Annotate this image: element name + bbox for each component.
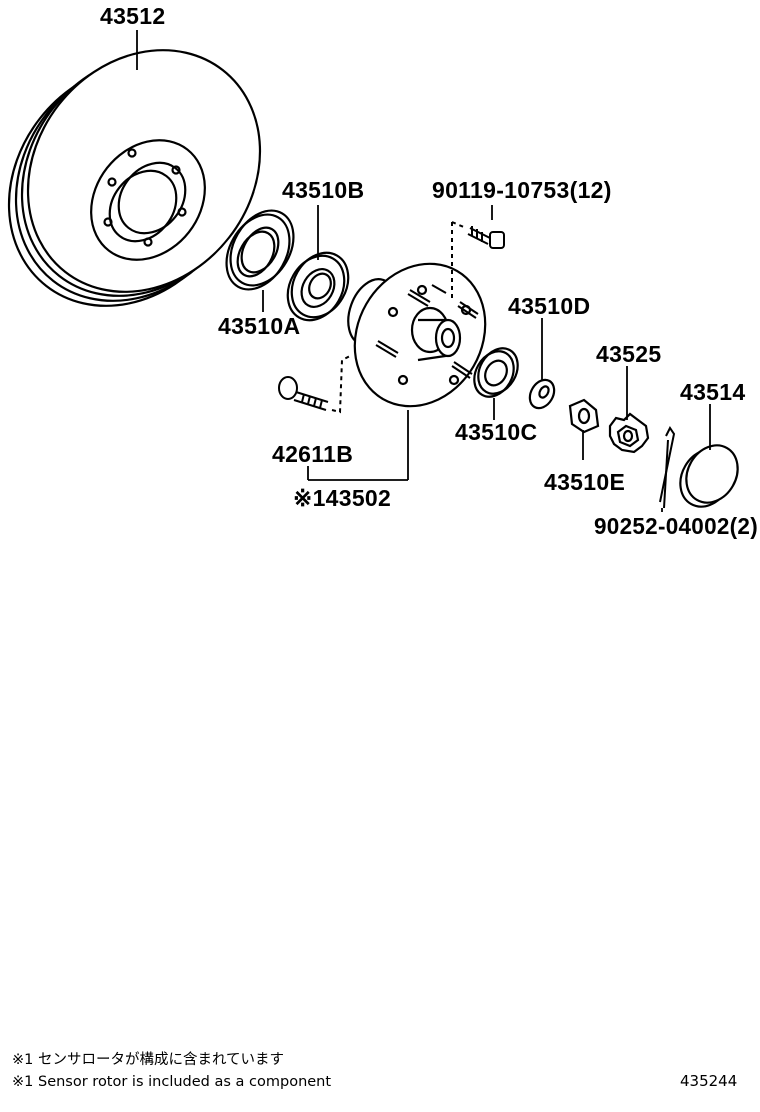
stud-bolt (451, 221, 505, 300)
label-disc: 43512 (100, 3, 165, 29)
label-oil-seal: 43510A (218, 313, 300, 339)
leader-lines (136, 30, 711, 512)
label-nut: 43510E (544, 469, 625, 495)
outer-bearing (286, 251, 350, 322)
label-bearing-inner: 43510C (455, 419, 537, 445)
oil-seal (225, 209, 295, 291)
label-castle-nut: 43525 (596, 341, 661, 367)
axle-hub (347, 262, 487, 408)
label-hub-bolt: 42611B (272, 441, 353, 467)
label-cotter-pin: 90252-04002(2) (594, 513, 758, 539)
figure-code: 435244 (680, 1072, 737, 1090)
label-hub: ※143502 (293, 485, 391, 511)
thrust-washer (528, 378, 556, 410)
inner-bearing (473, 347, 519, 398)
brake-disc (7, 49, 262, 307)
label-stud-bolt: 90119-10753(12) (432, 177, 612, 203)
hub-bolt (278, 355, 351, 414)
label-grease-cap: 43514 (680, 379, 745, 405)
footnote-english: ※1 Sensor rotor is included as a compone… (12, 1074, 331, 1090)
label-bearing-outer: 43510B (282, 177, 364, 203)
label-bearing-inner-cup: 43510D (508, 293, 590, 319)
cotter-pin (659, 426, 676, 509)
footnote-japanese: ※1 センサロータが構成に含まれています (12, 1051, 284, 1068)
lock-nut-cap (608, 412, 650, 454)
grease-cap (679, 444, 739, 508)
adjusting-nut (568, 398, 600, 434)
